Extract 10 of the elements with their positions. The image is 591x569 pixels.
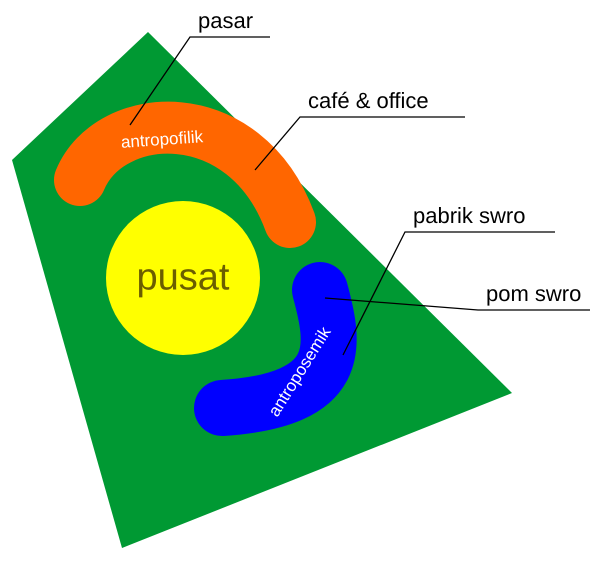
place-label: pasar bbox=[190, 8, 270, 37]
place-label: pabrik swro bbox=[405, 203, 555, 232]
place-label: café & office bbox=[300, 88, 465, 117]
leader-line bbox=[129, 36, 270, 126]
leader-line bbox=[342, 231, 555, 356]
zone-label: antropofilik bbox=[120, 127, 204, 153]
leader-line bbox=[254, 116, 465, 170]
place-label: pom swro bbox=[478, 281, 590, 310]
zone-label: pusat bbox=[136, 256, 230, 300]
leader-line bbox=[324, 297, 590, 311]
